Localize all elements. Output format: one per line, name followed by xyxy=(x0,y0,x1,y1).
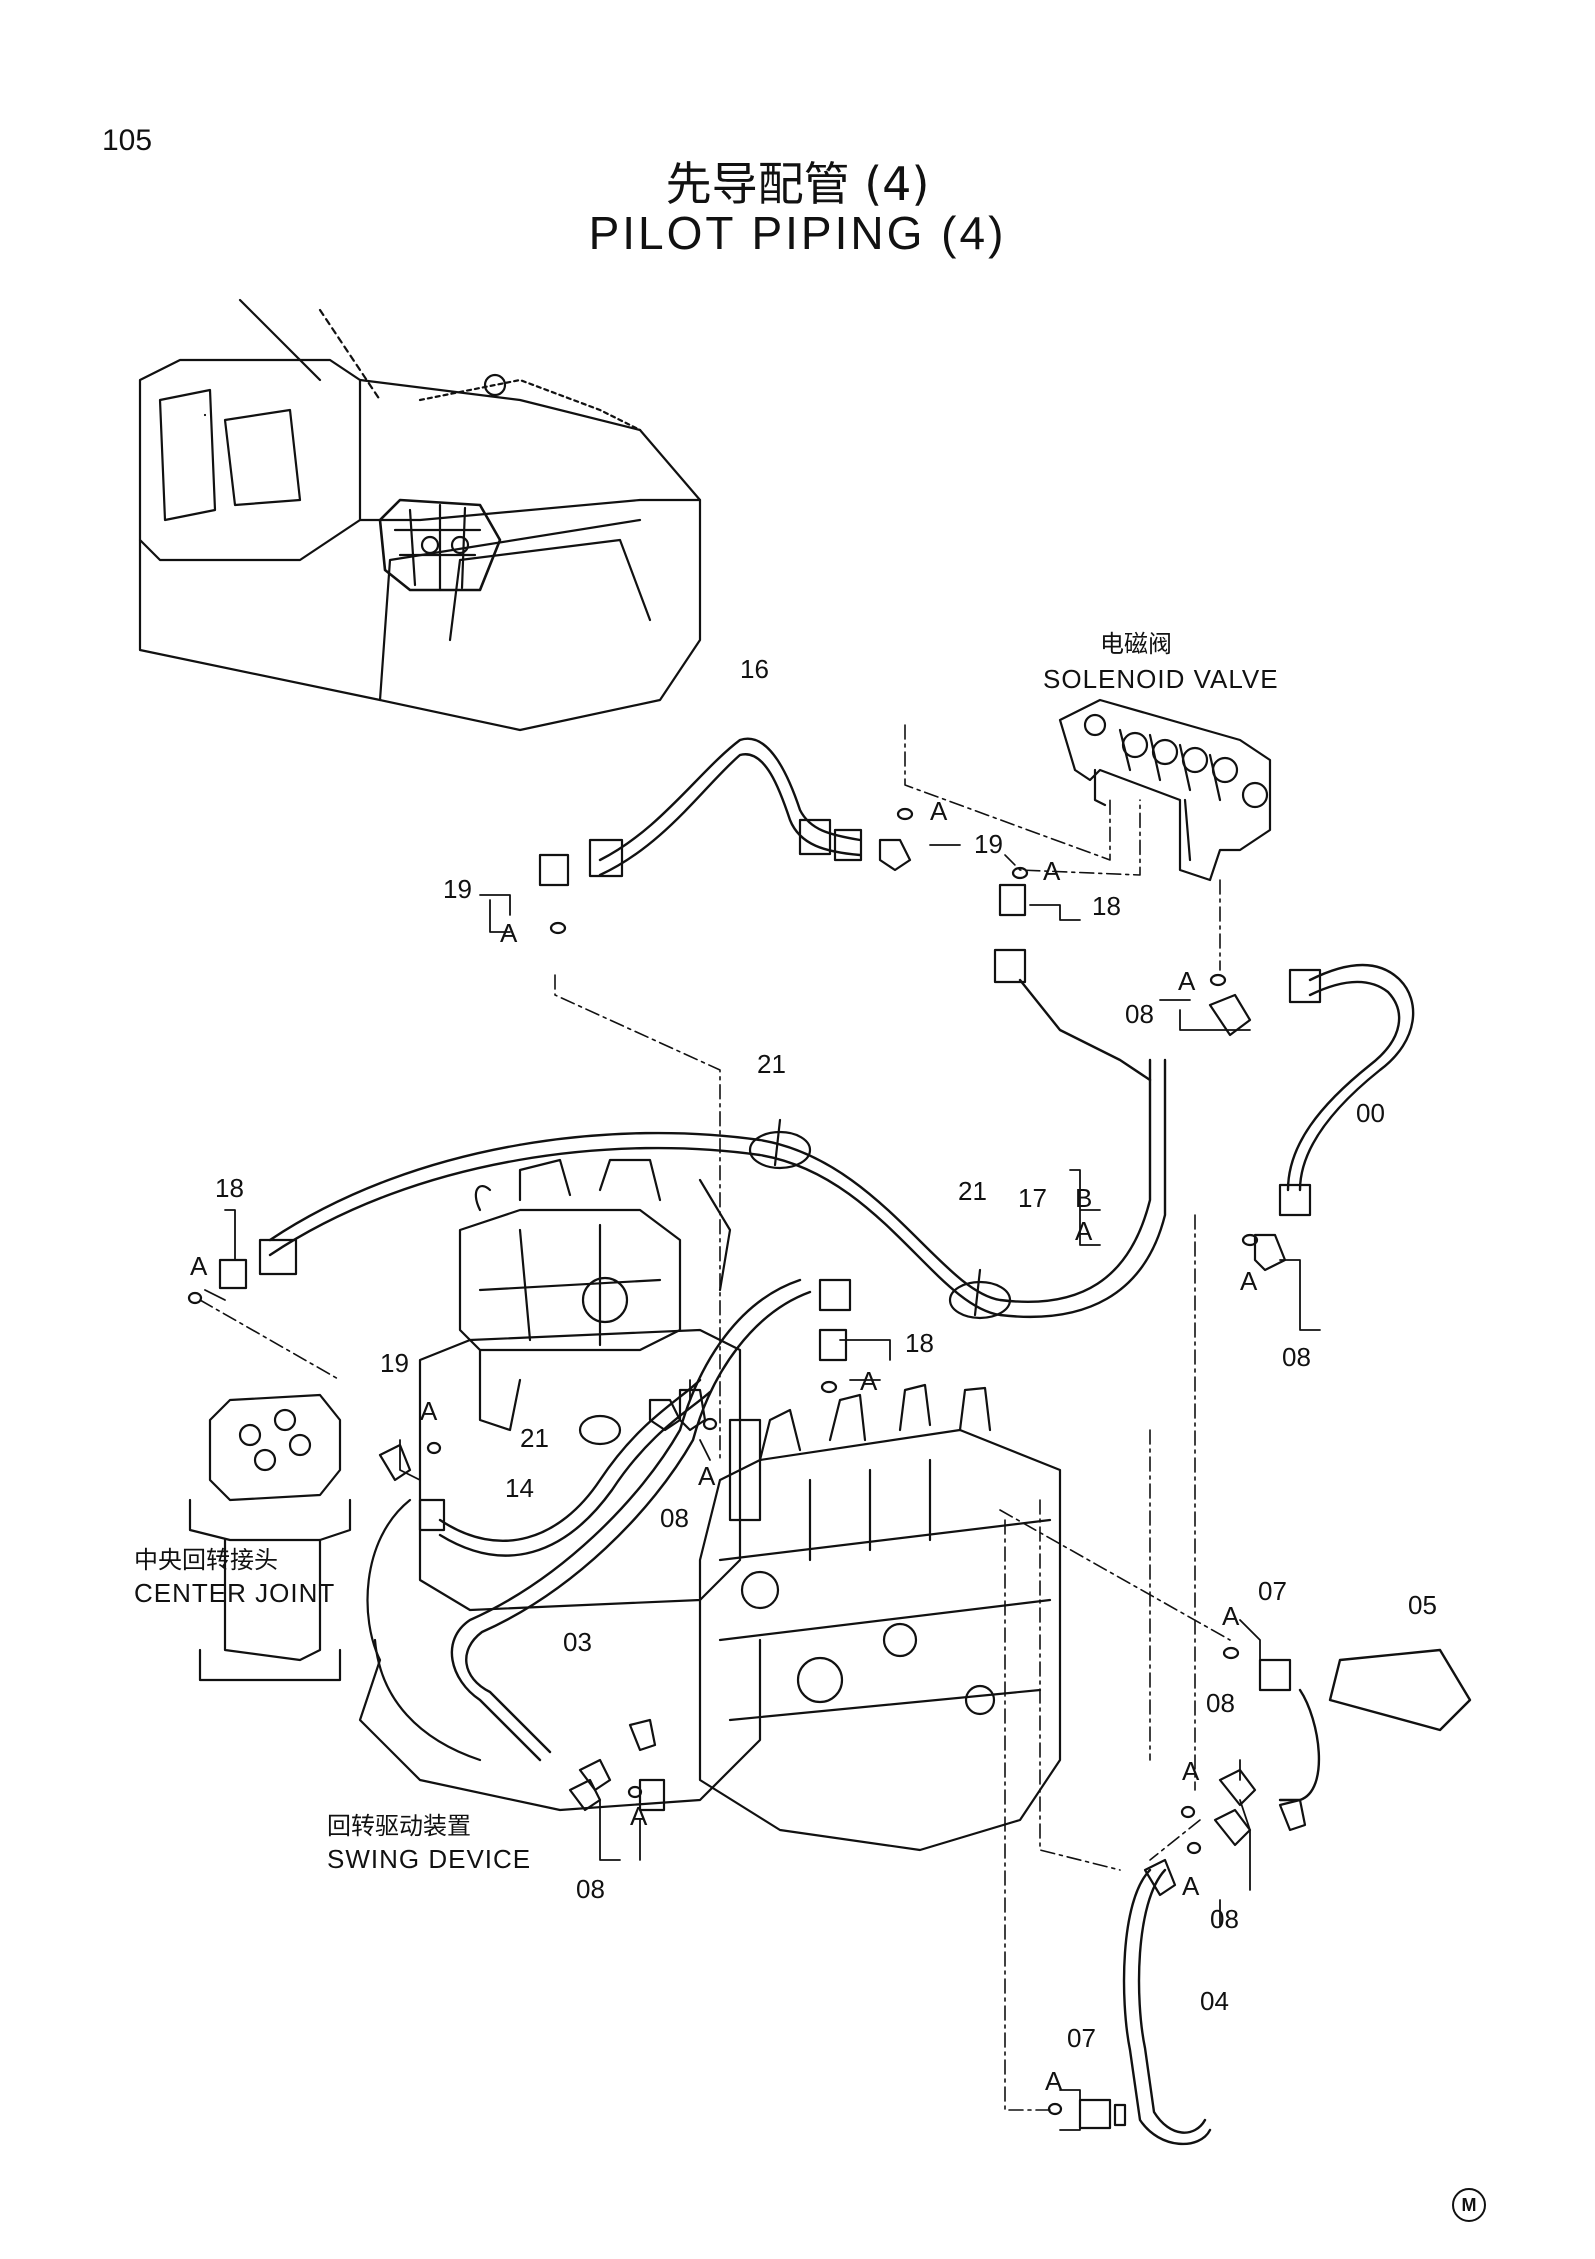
ref-letter-a: A xyxy=(500,918,518,948)
part-number-label: 07 xyxy=(1258,1576,1287,1606)
o-rings xyxy=(187,807,1259,2116)
part-number-label: 05 xyxy=(1408,1590,1437,1620)
ref-letter-a: A xyxy=(1222,1601,1240,1631)
swing-device-label: SWING DEVICE xyxy=(327,1844,531,1874)
solenoid-valve-label-chinese: 电磁阀 xyxy=(1100,630,1172,658)
ref-letter-a: A xyxy=(1182,1756,1200,1786)
solenoid-valve-label: SOLENOID VALVE xyxy=(1043,664,1279,694)
ref-letter-a: A xyxy=(1182,1871,1200,1901)
ref-letter-a: A xyxy=(698,1461,716,1491)
part-number-label: 08 xyxy=(660,1503,689,1533)
fittings xyxy=(218,818,1322,2130)
ref-letter-a: A xyxy=(420,1396,438,1426)
solenoid-valve-drawing xyxy=(1058,698,1272,882)
part-number-label: 08 xyxy=(1206,1688,1235,1718)
part-number-label: 00 xyxy=(1356,1098,1385,1128)
ref-letter-a: A xyxy=(1240,1266,1258,1296)
leader-lines xyxy=(199,724,1231,2111)
manufacturer-logo-mark: M xyxy=(1452,2188,1486,2222)
swing-flange xyxy=(373,1638,482,1762)
part-number-label: 08 xyxy=(1210,1904,1239,1934)
swing-device-drawing xyxy=(358,1158,762,1812)
part-number-label: 03 xyxy=(563,1627,592,1657)
part-number-label: 04 xyxy=(1200,1986,1229,2016)
part-number-label: 19 xyxy=(443,874,472,904)
ref-letter-a: A xyxy=(1043,856,1061,886)
ref-letter-a: A xyxy=(190,1251,208,1281)
part-number-label: 08 xyxy=(576,1874,605,1904)
part-number-label: 21 xyxy=(520,1423,549,1453)
ref-letter-b: B xyxy=(1075,1183,1092,1213)
ref-letter-a: A xyxy=(930,796,948,826)
center-joint-label-chinese: 中央回转接头 xyxy=(134,1546,278,1574)
page-number: 105 xyxy=(102,124,153,157)
ref-letter-a: A xyxy=(1075,1216,1093,1246)
ref-letter-a: A xyxy=(630,1801,648,1831)
control-valve-drawing xyxy=(698,1383,1062,1852)
group-brackets xyxy=(204,844,1321,2131)
part-number-label: 08 xyxy=(1282,1342,1311,1372)
part-number-label: 17 xyxy=(1018,1183,1047,1213)
clips xyxy=(578,1118,1012,1446)
swing-device-label-chinese: 回转驱动装置 xyxy=(327,1812,471,1840)
part-number-label: 18 xyxy=(905,1328,934,1358)
page-title-chinese: 先导配管 (4) xyxy=(665,157,930,211)
part-number-label: 21 xyxy=(958,1176,987,1206)
center-joint-label: CENTER JOINT xyxy=(134,1578,335,1608)
excavator-overview-drawing xyxy=(138,298,702,732)
part-number-label: 14 xyxy=(505,1473,534,1503)
part-number-label: 19 xyxy=(380,1348,409,1378)
part-number-label: 21 xyxy=(757,1049,786,1079)
pipes xyxy=(268,737,1472,2145)
ref-letter-a: A xyxy=(860,1366,878,1396)
part-number-label: 18 xyxy=(1092,891,1121,921)
part-number-label: 07 xyxy=(1067,2023,1096,2053)
ref-letter-a: A xyxy=(1178,966,1196,996)
part-number-label: 08 xyxy=(1125,999,1154,1029)
part-number-label: 18 xyxy=(215,1173,244,1203)
center-joint-drawing xyxy=(188,413,352,1682)
ref-letter-a: A xyxy=(1045,2066,1063,2096)
page-title: PILOT PIPING (4) xyxy=(588,207,1007,259)
part-number-label: 19 xyxy=(974,829,1003,859)
part-number-label: 16 xyxy=(740,654,769,684)
